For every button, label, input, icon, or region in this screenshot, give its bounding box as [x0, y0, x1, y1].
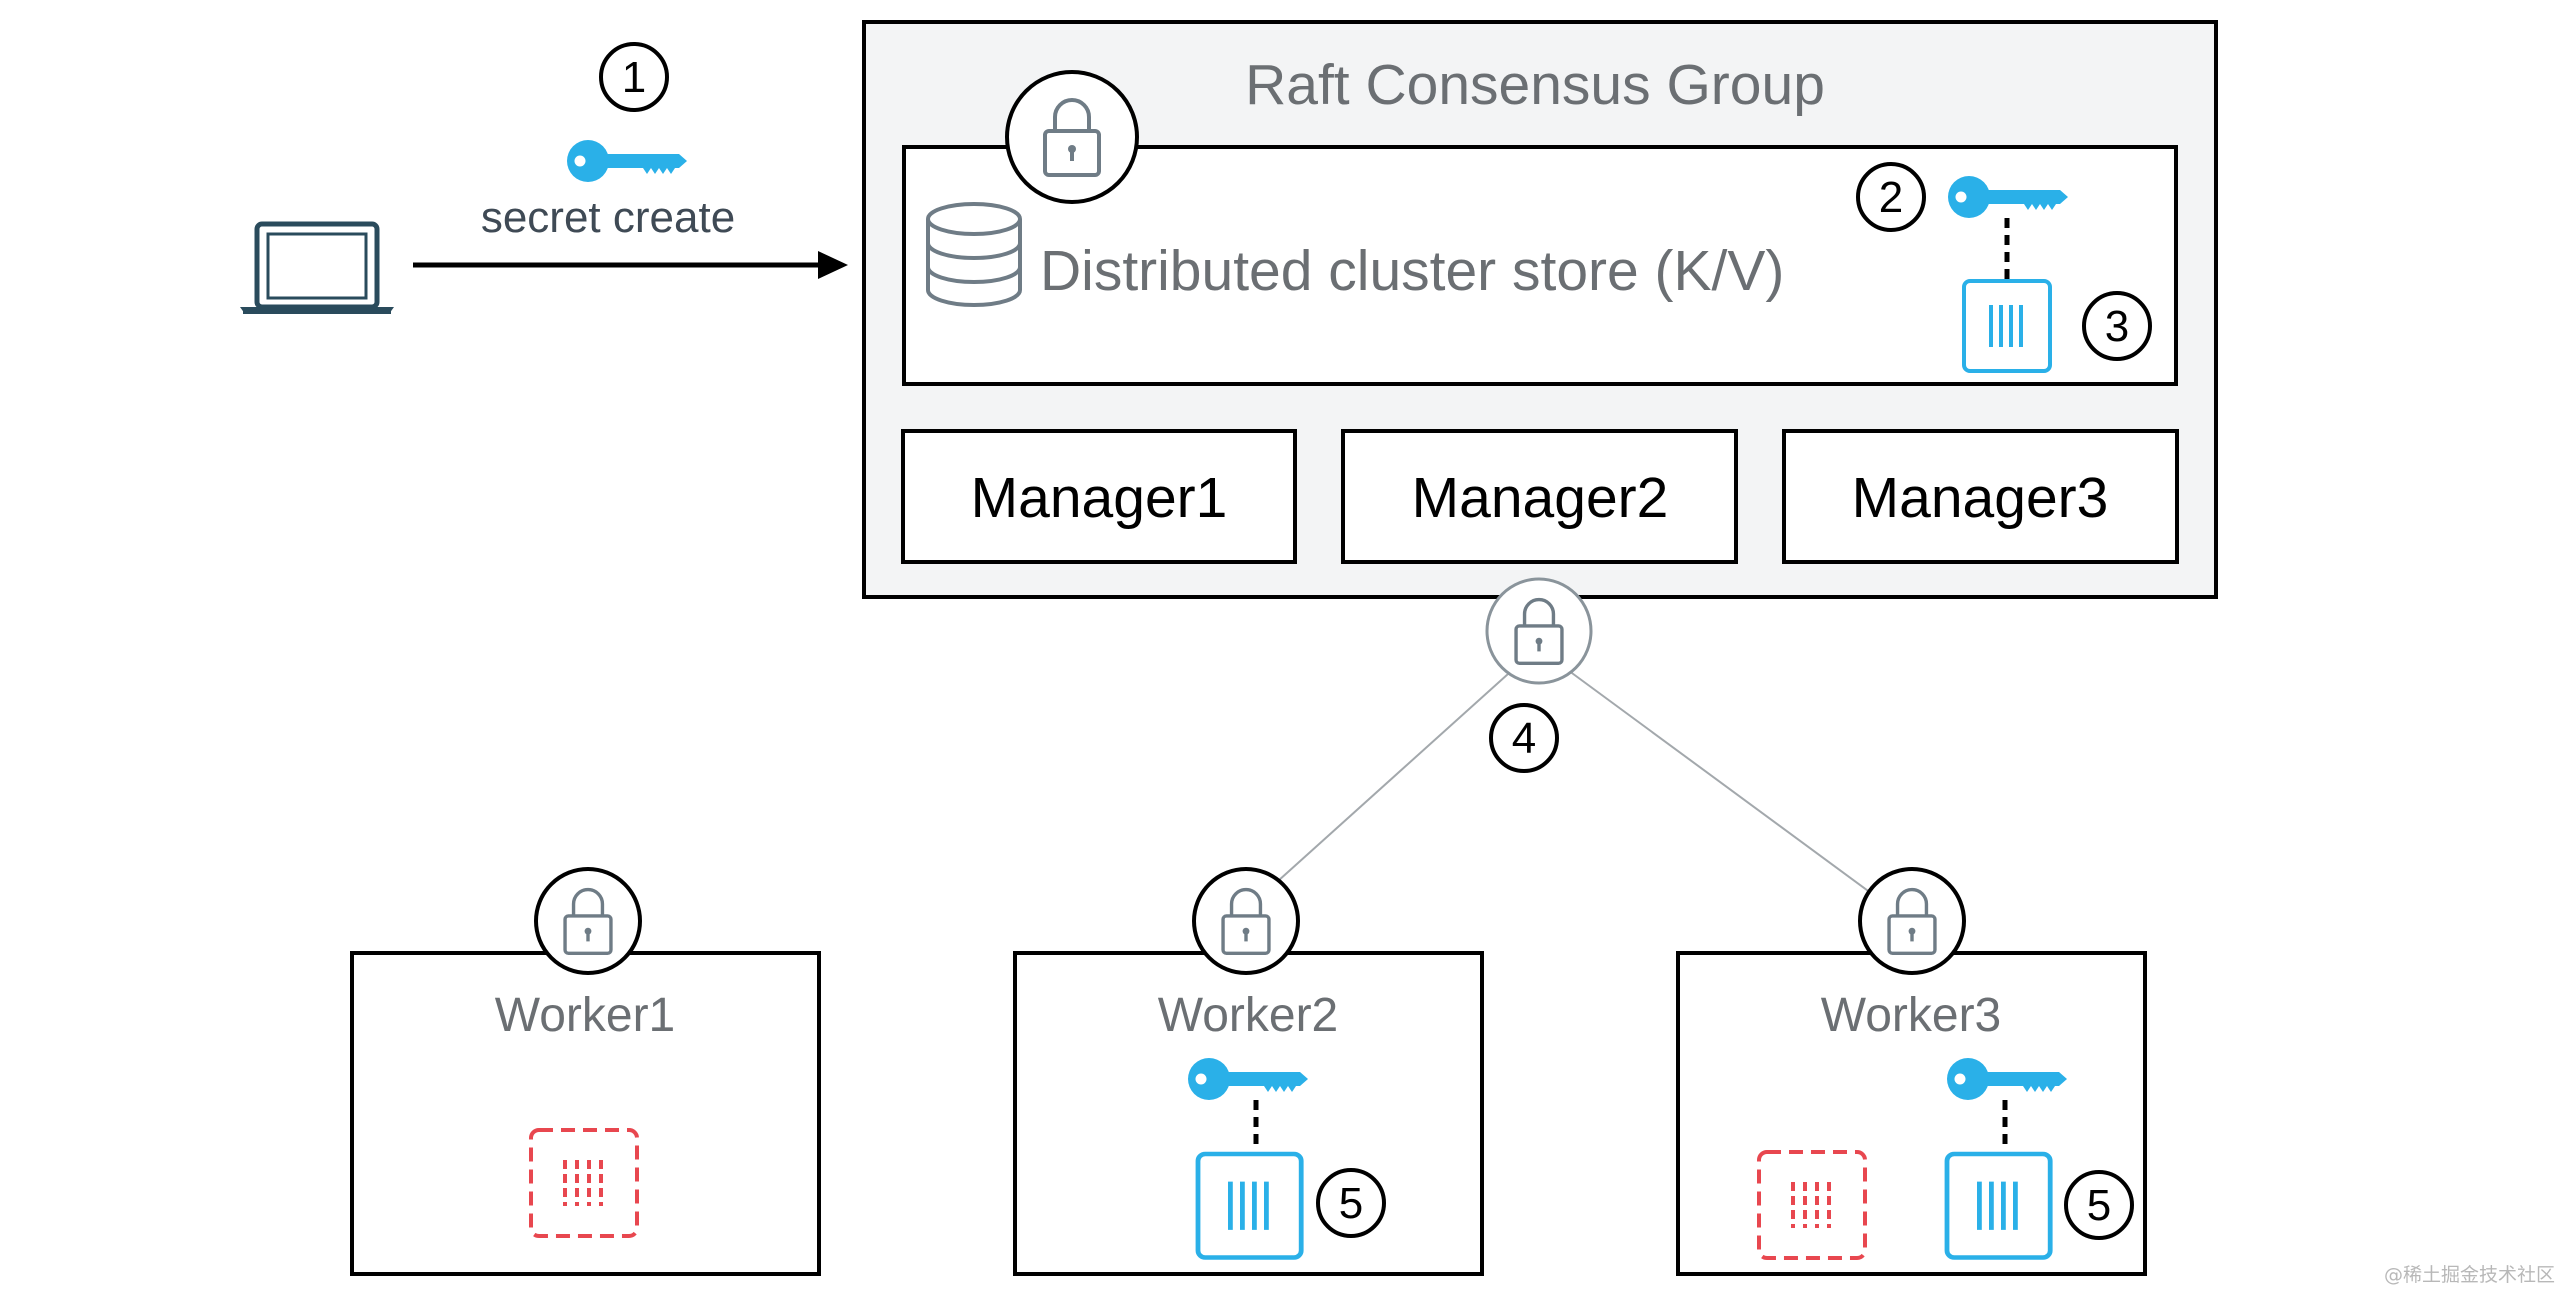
worker-1: Worker1 [350, 867, 821, 1276]
worker-3-pending-container-icon [1757, 1150, 1867, 1260]
worker-1-label: Worker1 [495, 989, 676, 1042]
step-4-badge: 4 [1489, 703, 1559, 773]
step-1-number: 1 [622, 53, 646, 102]
raft-group-title: Raft Consensus Group [1245, 53, 1825, 117]
step-2-badge: 2 [1856, 162, 1926, 232]
manager-1-label: Manager1 [971, 466, 1228, 530]
store-secret-container-icon [1962, 279, 2052, 373]
link-to-worker3 [1560, 664, 1876, 897]
step-2-number: 2 [1879, 173, 1903, 222]
key-icon [567, 140, 687, 182]
worker-3: Worker3 5 [1676, 867, 2147, 1276]
manager-1: Manager1 [901, 429, 1297, 564]
group-lock-icon [1485, 577, 1593, 685]
secret-create-label: secret create [481, 193, 735, 242]
manager-3: Manager3 [1782, 429, 2179, 564]
step-3-number: 3 [2105, 302, 2129, 351]
step-4-number: 4 [1512, 714, 1536, 763]
manager-2: Manager2 [1341, 429, 1738, 564]
manager-2-label: Manager2 [1412, 466, 1669, 530]
worker-2-lock-icon [1192, 867, 1300, 975]
worker-2-step-number: 5 [1339, 1179, 1363, 1228]
step-5-badge-worker-2: 5 [1316, 1168, 1386, 1238]
laptop-icon [240, 221, 394, 314]
store-lock-icon [1005, 70, 1139, 204]
worker-2-label: Worker2 [1158, 989, 1339, 1042]
raft-consensus-group: Raft Consensus Group Distributed cluster… [862, 20, 2218, 599]
database-icon [926, 202, 1022, 307]
step-3-badge: 3 [2082, 291, 2152, 361]
worker-2-secret-container-icon [1198, 1154, 1301, 1258]
step-1-badge: 1 [599, 42, 669, 112]
worker-1-pending-container-icon [529, 1128, 639, 1238]
worker-1-lock-icon [534, 867, 642, 975]
cluster-store-label: Distributed cluster store (K/V) [1040, 239, 1784, 303]
request-arrow [413, 251, 848, 279]
link-to-worker2 [1277, 664, 1519, 882]
worker-3-lock-icon [1858, 867, 1966, 975]
watermark-text: @稀土掘金技术社区 [2384, 1264, 2555, 1286]
manager-3-label: Manager3 [1852, 466, 2109, 530]
worker-3-step-number: 5 [2087, 1181, 2111, 1230]
step-5-badge-worker-3: 5 [2064, 1170, 2134, 1240]
worker-3-label: Worker3 [1821, 989, 2002, 1042]
worker-2: Worker2 5 [1013, 867, 1484, 1276]
worker-3-secret-container-icon [1947, 1154, 2050, 1258]
